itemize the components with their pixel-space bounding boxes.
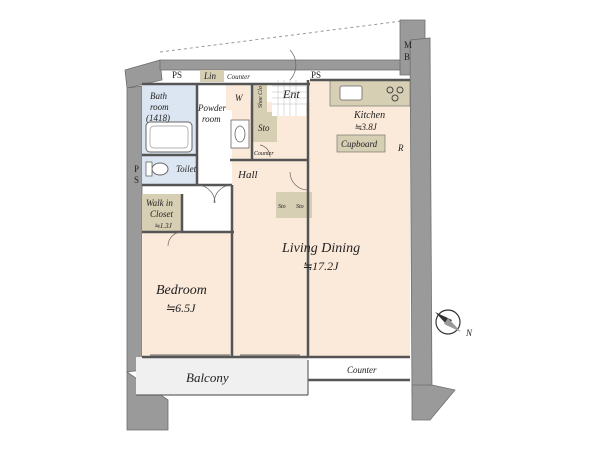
toilet-tank [145, 161, 153, 177]
walkin-label-2: Closet [150, 209, 174, 219]
balcony-label: Balcony [186, 370, 229, 385]
interior-walls [142, 78, 410, 382]
storage-shoe [253, 84, 267, 112]
bathroom-label-2: room [150, 102, 169, 112]
north-label: N [465, 328, 473, 338]
walkin-floor [142, 194, 182, 232]
counter-bottom-label: Counter [347, 365, 377, 375]
kitchen-label: Kitchen [353, 110, 385, 121]
bathtub [145, 121, 193, 153]
storage-lin [200, 70, 224, 82]
door-swings [167, 49, 309, 247]
living-dining-label: Living Dining [281, 241, 360, 256]
sto-a-label: Sto [278, 204, 286, 210]
shoe-label: Shoe Clo [258, 86, 264, 108]
living-dining-area: ≒17.2J [302, 259, 339, 273]
mb-label-1: M [404, 40, 412, 50]
ps-left-label-2: S [134, 175, 139, 185]
north-compass [435, 309, 461, 335]
storage-sto-a [276, 192, 294, 218]
storage-w [226, 84, 250, 110]
bathtub-inner [149, 125, 189, 149]
walkin-label-1: Walk in [146, 198, 173, 208]
ps-top-left-label: PS [172, 70, 182, 80]
mb-label-2: B [404, 52, 410, 62]
bedroom-area: ≒6.5J [165, 301, 196, 315]
outline-dashed [159, 19, 411, 53]
hall-label: Hall [237, 169, 258, 181]
ps-left-label-1: P [134, 164, 139, 174]
sto-b-label: Sto [296, 204, 304, 210]
w-label: W [235, 93, 244, 103]
storage-sto-entry [253, 112, 277, 142]
balcony-rail [136, 360, 309, 396]
powder-label-1: Powder [197, 103, 226, 113]
kitchen-sink [339, 85, 363, 101]
toilet-fixture [151, 162, 169, 176]
toilet-label: Toilet [176, 164, 197, 174]
ent-label: Ent [282, 87, 300, 101]
kitchen-area: ≒3.8J [354, 122, 378, 132]
sto-entry-label: Sto [258, 123, 270, 133]
bathroom-label-3: (1418) [146, 113, 170, 123]
counter-small-label: Counter [254, 151, 274, 157]
cupboard-label: Cupboard [341, 139, 378, 149]
lin-label: Lin [203, 71, 217, 81]
balcony-floor [136, 357, 308, 395]
ps-top-right-label: PS [311, 70, 321, 80]
walkin-area: ≒1.3J [154, 222, 173, 230]
bedroom-label: Bedroom [156, 283, 207, 298]
r-label: R [397, 143, 404, 153]
bedroom-floor [142, 232, 234, 357]
powder-label-2: room [202, 114, 221, 124]
cupboard-box [336, 134, 386, 153]
entry-tile-grid [272, 80, 306, 116]
sink-bowl [234, 125, 246, 143]
stove [386, 86, 404, 102]
bathroom-label-1: Bath [150, 91, 167, 101]
counter-top-label: Counter [227, 73, 250, 81]
